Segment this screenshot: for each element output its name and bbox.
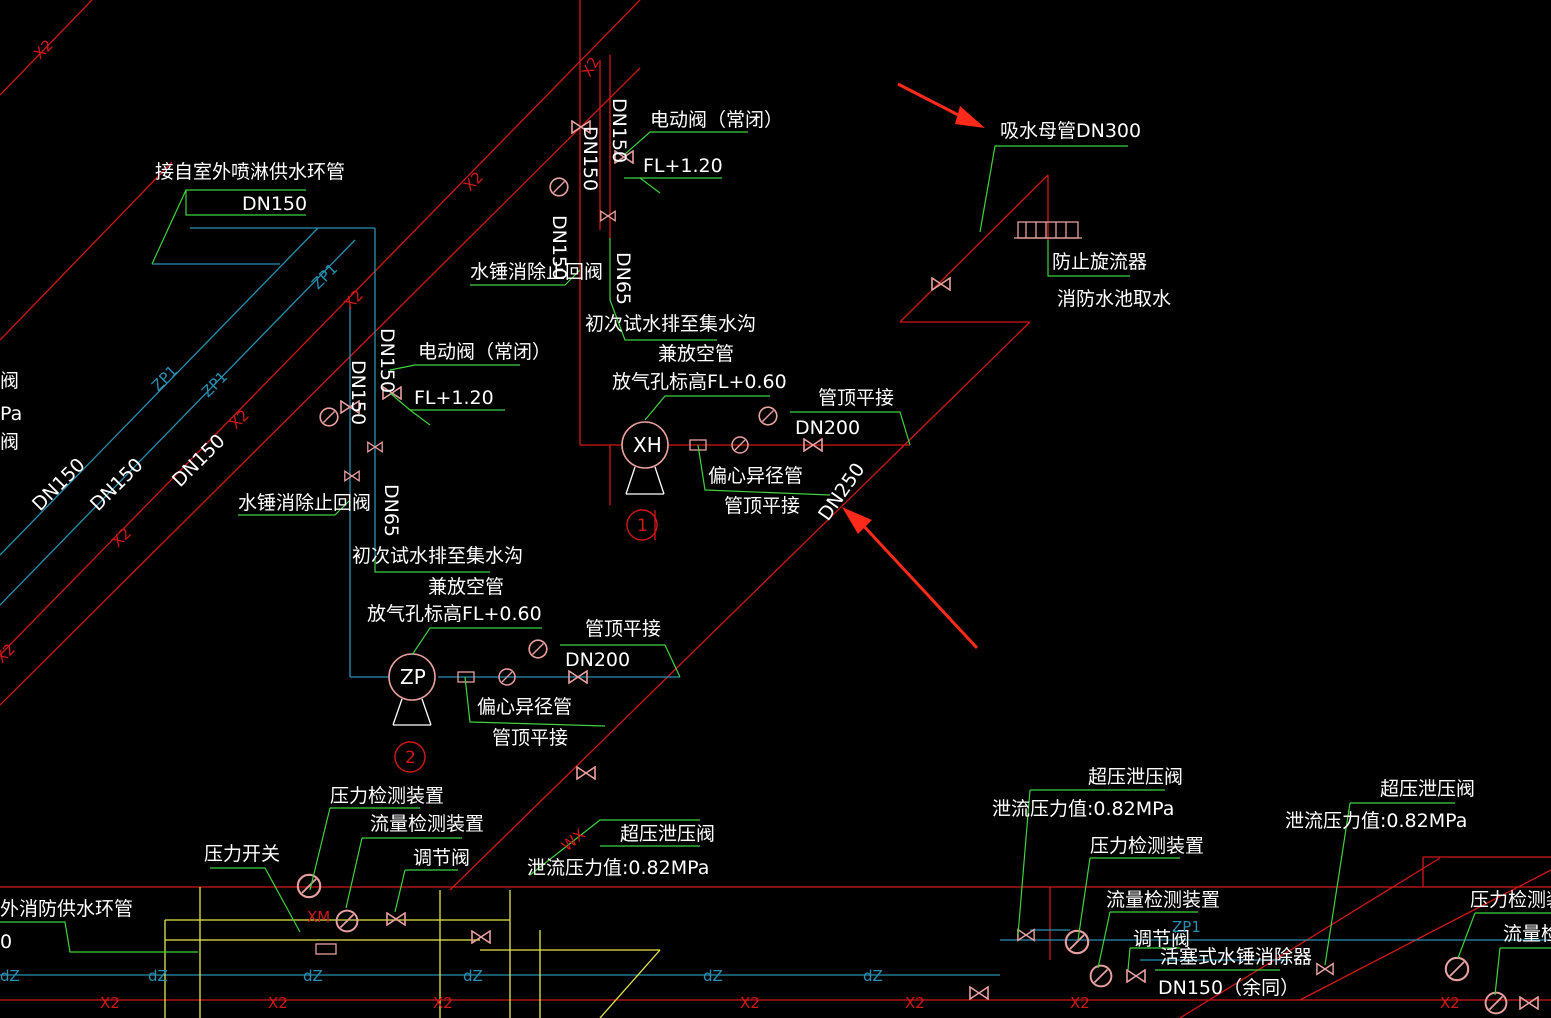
label-cut-zero: 0 bbox=[0, 931, 12, 953]
label-zp-fl120: FL+1.20 bbox=[414, 387, 494, 409]
label-flow-detect-1: 流量检测装置 bbox=[370, 813, 484, 835]
yellow-frames bbox=[164, 887, 661, 1018]
tag-x2-12: X2 bbox=[905, 994, 925, 1012]
label-regulating-valve-1: 调节阀 bbox=[413, 847, 470, 869]
label-regulating-valve-2: 调节阀 bbox=[1133, 928, 1190, 950]
tag-zp1-2: ZP1 bbox=[148, 362, 181, 395]
tag-xm: XM bbox=[307, 908, 330, 926]
label-xh-top-flush: 管顶平接 bbox=[818, 387, 894, 409]
label-zp-vent: 兼放空管 bbox=[428, 576, 504, 598]
tag-x2-9: X2 bbox=[268, 994, 288, 1012]
label-relief-valve-1: 超压泄压阀 bbox=[620, 823, 715, 845]
label-xh-dn65: DN65 bbox=[612, 252, 634, 305]
label-xh-vent: 兼放空管 bbox=[658, 343, 734, 365]
label-dn150-a: DN150 bbox=[242, 193, 307, 215]
tag-x2-8: X2 bbox=[100, 994, 120, 1012]
label-zp-check-valve: 水锤消除止回阀 bbox=[238, 492, 371, 514]
label-xh-drain: 初次试水排至集水沟 bbox=[585, 313, 756, 335]
label-zp-dn65: DN65 bbox=[380, 484, 402, 537]
label-pump-zp: ZP bbox=[400, 665, 426, 689]
leader-lines bbox=[0, 131, 1551, 996]
label-pump-no-1: 1 bbox=[637, 516, 648, 536]
label-zp-reducer: 偏心异径管 bbox=[477, 696, 572, 718]
text-labels: 接自室外喷淋供水环管 DN150 吸水母管DN300 防止旋流器 消防水池取水 … bbox=[0, 36, 1551, 1012]
label-zp-vent-elev: 放气孔标高FL+0.60 bbox=[367, 603, 542, 625]
label-xh-dn150-2: DN150 bbox=[579, 126, 601, 191]
label-relief-pressure-2: 泄流压力值:0.82MPa bbox=[992, 798, 1174, 820]
label-left-cut-1: 阀 bbox=[0, 370, 19, 392]
tag-zp1-4: ZP1 bbox=[1172, 918, 1201, 936]
label-inlet-from-sprinkler: 接自室外喷淋供水环管 bbox=[155, 161, 345, 183]
label-xh-fl120: FL+1.20 bbox=[643, 155, 723, 177]
label-pump-no-2: 2 bbox=[405, 748, 416, 768]
pump-xh-symbol bbox=[621, 421, 669, 541]
tag-dz-2: dZ bbox=[303, 967, 323, 985]
label-zp-dn150-2: DN150 bbox=[347, 360, 369, 425]
label-zp-dn150-1: DN150 bbox=[376, 328, 398, 393]
tag-dz-4: dZ bbox=[703, 967, 723, 985]
label-xh-dn200: DN200 bbox=[795, 417, 860, 439]
label-flow-detect-2: 流量检测装置 bbox=[1106, 889, 1220, 911]
tag-x2-13: X2 bbox=[1070, 994, 1090, 1012]
label-xh-reducer: 偏心异径管 bbox=[708, 465, 803, 487]
label-pressure-detect-3: 压力检测装置 bbox=[1470, 889, 1551, 911]
tag-dz-3: dZ bbox=[463, 967, 483, 985]
label-dn150-same: DN150（余同） bbox=[1158, 977, 1299, 999]
label-zp-drain: 初次试水排至集水沟 bbox=[352, 545, 523, 567]
label-xh-electric-valve: 电动阀（常闭） bbox=[650, 109, 783, 131]
tag-dz-5: dZ bbox=[863, 967, 883, 985]
tag-zp1-1: ZP1 bbox=[308, 260, 341, 293]
label-zp-top-flush-2: 管顶平接 bbox=[492, 727, 568, 749]
tag-x2-4: X2 bbox=[340, 286, 367, 313]
tag-x2-6: X2 bbox=[108, 524, 135, 551]
label-relief-pressure-3: 泄流压力值:0.82MPa bbox=[1285, 810, 1467, 832]
label-left-dn150-3: DN150 bbox=[168, 430, 230, 492]
label-left-dn150-2: DN150 bbox=[86, 454, 148, 516]
label-relief-valve-3: 超压泄压阀 bbox=[1380, 778, 1475, 800]
tag-dz-1: dZ bbox=[148, 967, 168, 985]
tag-x2-10: X2 bbox=[433, 994, 453, 1012]
anti-vortex-device bbox=[1014, 221, 1082, 239]
tag-x2-7: X2 bbox=[0, 640, 19, 667]
annotation-arrows bbox=[842, 82, 985, 650]
label-outdoor-fire-loop: 外消防供水环管 bbox=[0, 898, 133, 920]
tag-x2-5: X2 bbox=[226, 406, 253, 433]
cyan-pipe-network bbox=[0, 227, 1551, 976]
label-xh-top-flush-2: 管顶平接 bbox=[724, 495, 800, 517]
equipment-symbols bbox=[296, 120, 1539, 1015]
label-dn250: DN250 bbox=[814, 459, 869, 525]
label-xh-dn150-1: DN150 bbox=[608, 98, 630, 163]
label-zp-dn200: DN200 bbox=[565, 649, 630, 671]
label-pool-intake: 消防水池取水 bbox=[1057, 288, 1171, 310]
label-xh-dn150-3: DN150 bbox=[548, 215, 570, 280]
label-zp-top-flush: 管顶平接 bbox=[585, 618, 661, 640]
tag-dz-6: dZ bbox=[0, 967, 20, 985]
label-piston-arrestor: 活塞式水锤消除器 bbox=[1160, 946, 1312, 968]
label-xh-check-valve: 水锤消除止回阀 bbox=[470, 261, 603, 283]
label-anti-vortex: 防止旋流器 bbox=[1052, 251, 1147, 273]
label-suction-main: 吸水母管DN300 bbox=[1000, 120, 1141, 142]
tag-x2-3: X2 bbox=[460, 168, 487, 195]
label-xh-vent-elev: 放气孔标高FL+0.60 bbox=[612, 371, 787, 393]
label-left-dn150-1: DN150 bbox=[28, 454, 90, 516]
label-pump-xh: XH bbox=[633, 433, 662, 457]
label-left-cut-3: 阀 bbox=[0, 431, 19, 453]
tag-x2-11: X2 bbox=[740, 994, 760, 1012]
label-pressure-detect-1: 压力检测装置 bbox=[330, 785, 444, 807]
label-relief-pressure-1: 泄流压力值:0.82MPa bbox=[527, 857, 709, 879]
label-flow-detect-3: 流量检测装置 bbox=[1503, 923, 1551, 945]
label-pressure-detect-2: 压力检测装置 bbox=[1090, 835, 1204, 857]
label-left-cut-2: Pa bbox=[0, 403, 22, 425]
tag-wx: WX bbox=[558, 825, 589, 855]
tag-x2-14: X2 bbox=[1440, 994, 1460, 1012]
label-relief-valve-2: 超压泄压阀 bbox=[1088, 766, 1183, 788]
label-zp-electric-valve: 电动阀（常闭） bbox=[418, 341, 551, 363]
label-pressure-switch: 压力开关 bbox=[204, 843, 280, 865]
